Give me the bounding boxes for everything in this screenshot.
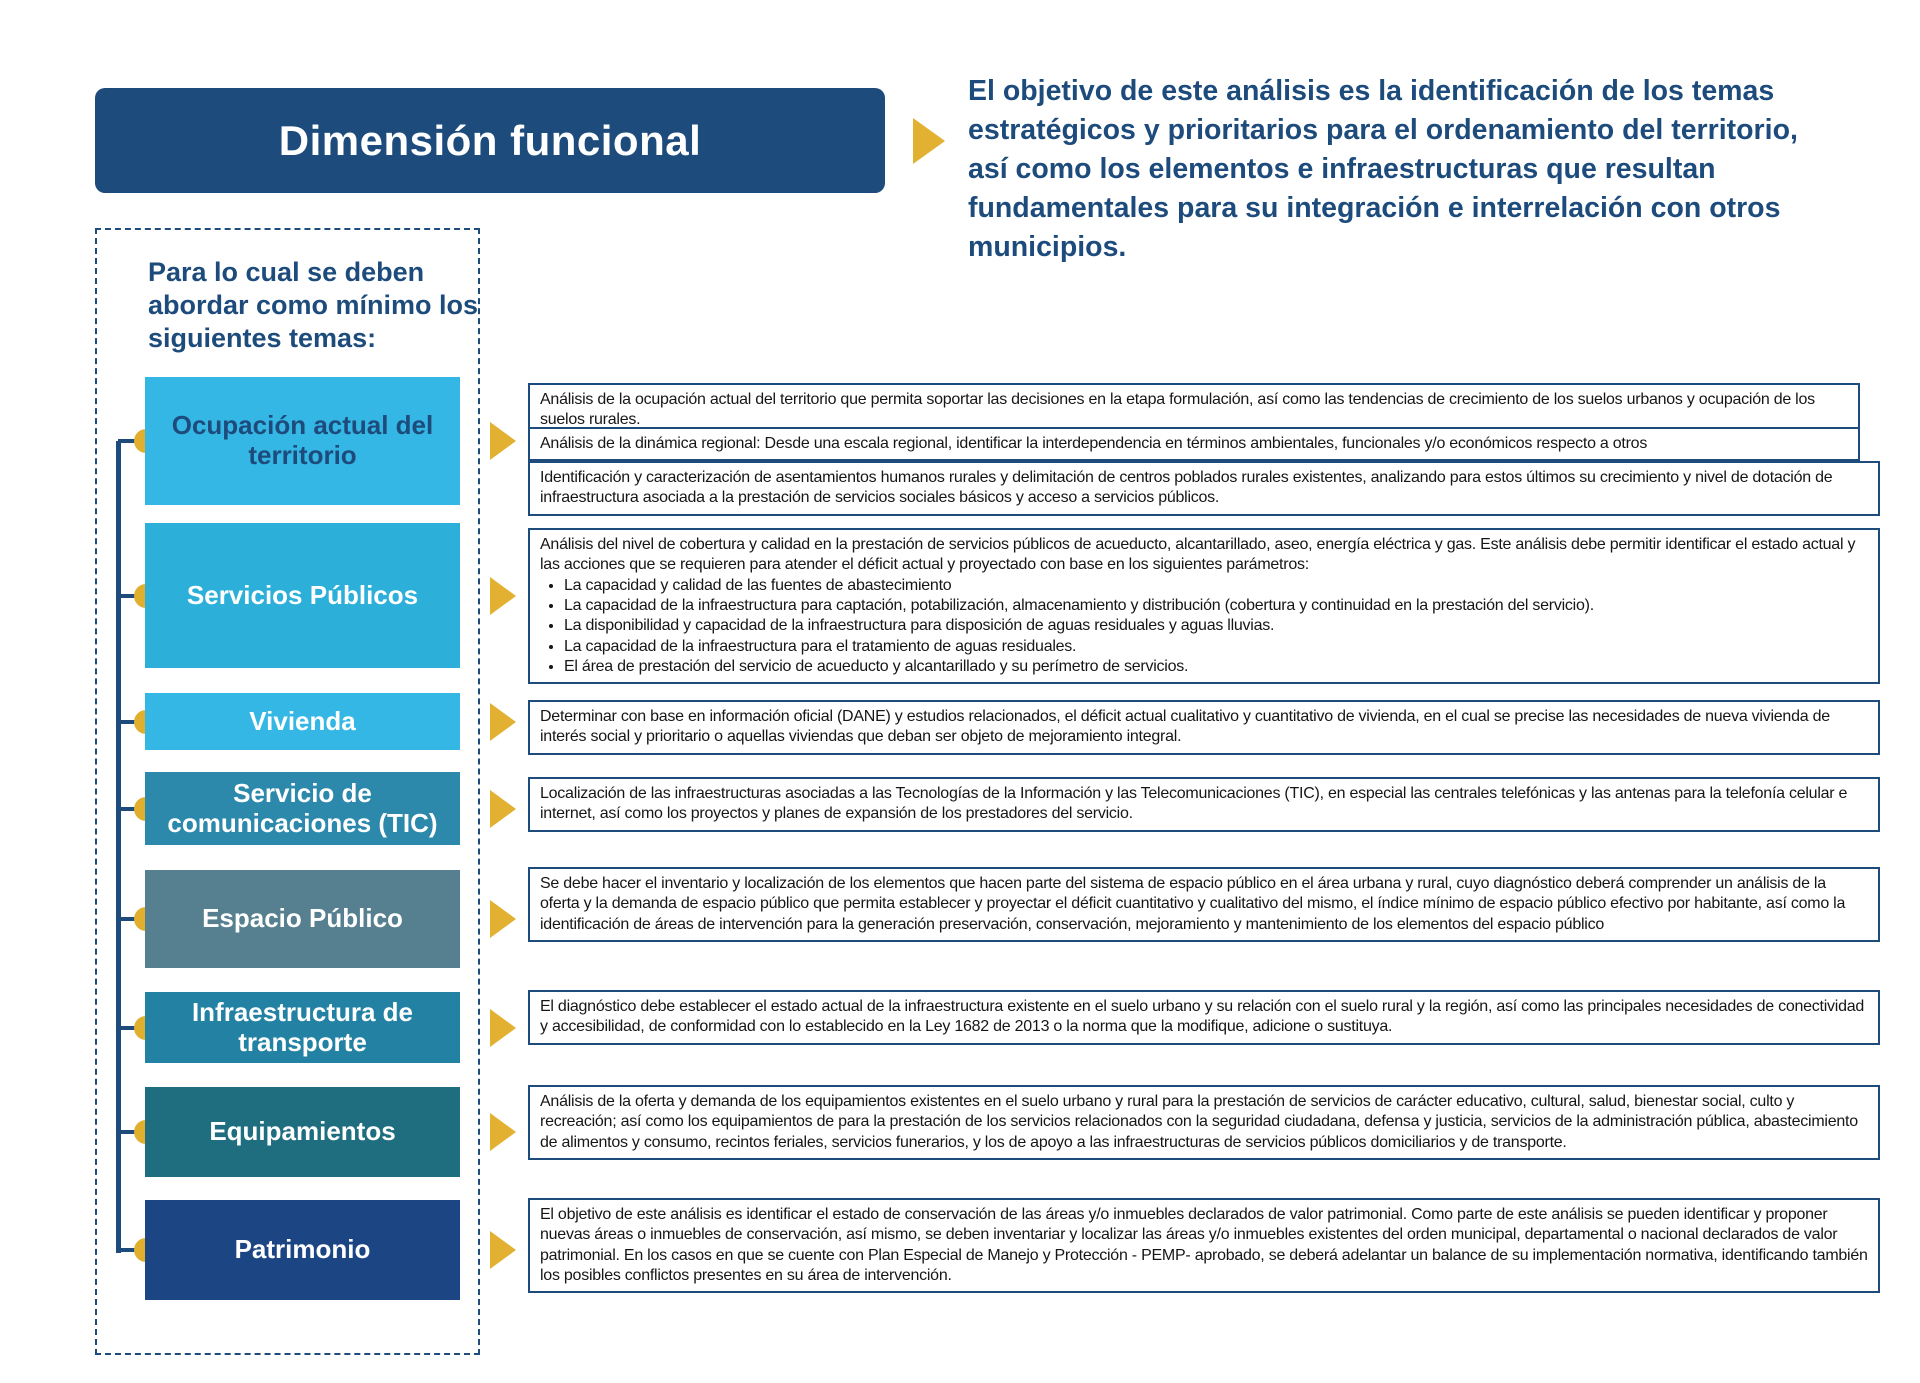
topics-panel-heading: Para lo cual se deben abordar como mínim…: [148, 257, 479, 353]
connector-line: [116, 441, 121, 1253]
topic-label: Servicio de comunicaciones (TIC): [167, 777, 438, 838]
connector-stub: [118, 807, 146, 811]
topic-box-espacio-publico: Espacio Público: [145, 870, 460, 968]
topic-box-ocupacion: Ocupación actual del territorio: [145, 377, 460, 505]
description-text: Localización de las infraestructuras aso…: [540, 785, 1848, 823]
intro-paragraph: El objetivo de este análisis es la ident…: [968, 75, 1798, 264]
description-box: El objetivo de este análisis es identifi…: [528, 1198, 1880, 1294]
description-bullets: La capacidad y calidad de las fuentes de…: [540, 576, 1868, 678]
connector-stub: [118, 439, 146, 443]
arrow-icon: [490, 577, 516, 615]
description-text: Determinar con base en información ofici…: [540, 708, 1830, 746]
topic-label: Ocupación actual del territorio: [171, 410, 434, 470]
topic-label: Vivienda: [249, 705, 356, 736]
dimension-title-box: Dimensión funcional: [95, 88, 885, 193]
topic-label: Espacio Público: [202, 903, 403, 934]
description-text: Análisis del nivel de cobertura y calida…: [540, 536, 1856, 574]
arrow-icon: [490, 1009, 516, 1047]
description-box: Análisis de la oferta y demanda de los e…: [528, 1085, 1880, 1160]
connector-stub: [118, 1248, 146, 1252]
description-box: Localización de las infraestructuras aso…: [528, 777, 1880, 832]
arrow-icon: [490, 1231, 516, 1269]
description-text: Análisis de la dinámica regional: Desde …: [540, 435, 1648, 452]
topic-box-vivienda: Vivienda: [145, 693, 460, 750]
bullet-item: El área de prestación del servicio de ac…: [564, 657, 1868, 677]
connector-stub: [118, 1130, 146, 1134]
intro-arrow-icon: [913, 118, 945, 164]
topic-label: Servicios Públicos: [186, 579, 419, 610]
description-text: Análisis de la ocupación actual del terr…: [540, 391, 1815, 429]
bullet-item: La capacidad y calidad de las fuentes de…: [564, 576, 1868, 596]
description-box: Análisis de la dinámica regional: Desde …: [528, 427, 1860, 462]
description-text: El objetivo de este análisis es identifi…: [540, 1206, 1868, 1284]
bullet-item: La capacidad de la infraestructura para …: [564, 596, 1868, 616]
topic-box-servicios-publicos: Servicios Públicos: [145, 523, 460, 668]
connector-stub: [118, 720, 146, 724]
description-text: Se debe hacer el inventario y localizaci…: [540, 875, 1846, 933]
bullet-item: La disponibilidad y capacidad de la infr…: [564, 616, 1868, 636]
topic-box-equipamientos: Equipamientos: [145, 1087, 460, 1177]
description-box: Determinar con base en información ofici…: [528, 700, 1880, 755]
description-text: Identificación y caracterización de asen…: [540, 469, 1833, 507]
topic-box-tic: Servicio de comunicaciones (TIC): [145, 772, 460, 845]
topics-panel: [95, 228, 480, 1355]
description-text: Análisis de la oferta y demanda de los e…: [540, 1093, 1858, 1151]
connector-stub: [118, 917, 146, 921]
arrow-icon: [490, 422, 516, 460]
connector-stub: [118, 1026, 146, 1030]
arrow-icon: [490, 790, 516, 828]
arrow-icon: [490, 703, 516, 741]
description-box: Identificación y caracterización de asen…: [528, 461, 1880, 516]
description-box: Análisis del nivel de cobertura y calida…: [528, 528, 1880, 685]
connector-stub: [118, 594, 146, 598]
arrow-icon: [490, 900, 516, 938]
topic-label: Patrimonio: [234, 1234, 371, 1265]
topic-box-transporte: Infraestructura de transporte: [145, 992, 460, 1063]
arrow-icon: [490, 1113, 516, 1151]
page-title: Dimensión funcional: [278, 116, 702, 164]
topic-label: Equipamientos: [209, 1116, 396, 1147]
description-text: El diagnóstico debe establecer el estado…: [540, 998, 1865, 1036]
topic-box-patrimonio: Patrimonio: [145, 1200, 460, 1300]
description-box: Se debe hacer el inventario y localizaci…: [528, 867, 1880, 942]
description-box: El diagnóstico debe establecer el estado…: [528, 990, 1880, 1045]
bullet-item: La capacidad de la infraestructura para …: [564, 637, 1868, 657]
topic-label: Infraestructura de transporte: [191, 996, 414, 1057]
